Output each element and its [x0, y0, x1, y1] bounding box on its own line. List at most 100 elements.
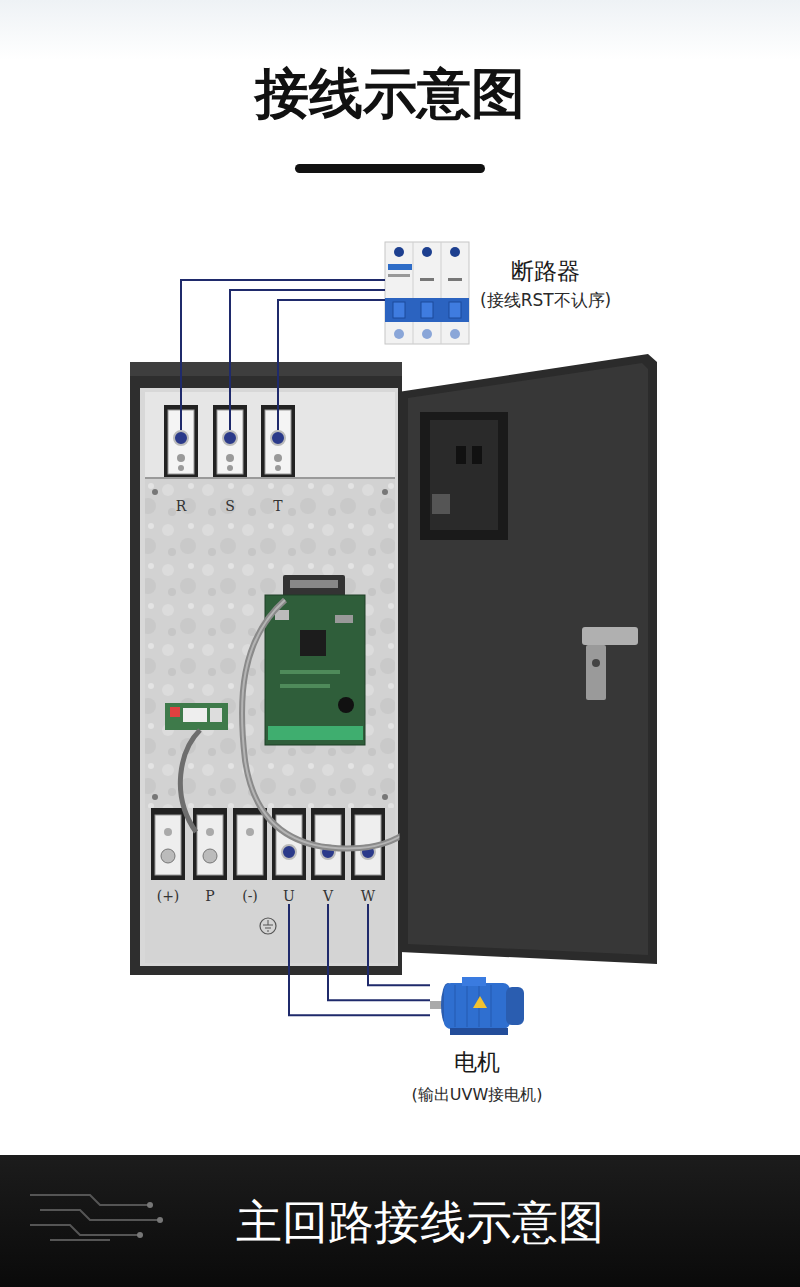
terminal-label: T	[261, 498, 295, 514]
terminal: (+)	[151, 808, 185, 904]
top-terminals-part	[275, 465, 281, 471]
cabinet-door	[398, 354, 657, 964]
breaker-drawing-part	[413, 242, 414, 344]
breaker-drawing-part	[388, 264, 412, 270]
part-note: (输出UVW接电机)	[412, 1083, 543, 1107]
control-board-part	[268, 726, 363, 740]
ground-symbol-part	[267, 931, 269, 932]
cabinet-part	[145, 808, 395, 963]
wire	[181, 280, 385, 430]
breaker-drawing-part	[422, 329, 432, 339]
caption-band	[0, 1155, 800, 1287]
cabinet-part	[130, 362, 402, 376]
breaker: 断路器(接线RST不认序)	[385, 242, 469, 344]
ground-symbol-part	[268, 920, 269, 925]
breaker-drawing-part	[450, 247, 460, 257]
text-group: 电机 (输出UVW接电机)	[412, 1047, 543, 1107]
breaker-drawing-part	[394, 329, 404, 339]
cabinet-door-part	[592, 659, 600, 667]
control-board-part	[338, 697, 354, 713]
bottom-terminals-part	[276, 815, 302, 875]
control-board-part	[300, 630, 326, 656]
top-terminals-part	[177, 454, 185, 462]
control-board-part	[280, 684, 330, 688]
cabinet-door-part	[456, 446, 466, 464]
terminal: P	[193, 808, 227, 904]
top-terminals-part	[271, 431, 285, 445]
terminal: V	[311, 808, 345, 904]
cabinet-door-part	[398, 354, 657, 964]
terminal-label: S	[213, 498, 247, 514]
terminal-label: (+)	[151, 888, 185, 904]
bottom-terminals-part	[203, 849, 217, 863]
wire	[368, 904, 430, 985]
wire	[328, 904, 430, 1000]
terminal-label: P	[193, 888, 227, 904]
cabinet-part	[145, 477, 395, 479]
ground-symbol-part	[263, 925, 273, 926]
relay-board	[165, 703, 228, 730]
part-note: (接线RST不认序)	[480, 288, 611, 312]
cabinet-door-part	[408, 363, 648, 955]
breaker-drawing-part	[441, 242, 442, 344]
cabinet	[130, 362, 402, 975]
ground-symbol	[260, 918, 276, 934]
terminal-label: R	[164, 498, 198, 514]
cabinet-part	[145, 392, 395, 478]
motor-drawing-part	[473, 996, 487, 1008]
bottom-terminals-part	[151, 808, 185, 880]
motor-drawing-part	[450, 1028, 508, 1035]
wire	[289, 904, 430, 1015]
top-terminals-part	[223, 431, 237, 445]
control-board-part	[280, 670, 340, 674]
breaker-drawing-part	[448, 278, 462, 281]
top-terminals-part	[227, 465, 233, 471]
relay-board-part	[165, 703, 228, 730]
caption: 主回路接线示意图	[40, 1190, 800, 1254]
title: 接线示意图	[0, 58, 780, 130]
breaker-drawing-part	[422, 247, 432, 257]
part-name: 断路器	[480, 256, 611, 286]
cabinet-part	[382, 794, 388, 800]
wire	[278, 300, 385, 430]
breaker-drawing-part	[420, 278, 434, 281]
terminal: S	[213, 430, 247, 514]
terminal: U	[272, 808, 306, 904]
title-underline	[295, 164, 485, 173]
breaker-drawing-part	[449, 302, 461, 318]
caption-band-part	[147, 1202, 153, 1208]
cabinet-door-part	[472, 446, 482, 464]
bottom-terminals-part	[161, 849, 175, 863]
control-board-part	[290, 580, 338, 588]
caption-band-part	[137, 1232, 143, 1238]
motor-drawing	[430, 977, 524, 1035]
cabinet-door-part	[432, 494, 450, 514]
cabinet-part	[130, 362, 402, 975]
breaker-drawing-part	[421, 302, 433, 318]
top-terminals-part	[226, 454, 234, 462]
motor-drawing-part	[462, 977, 486, 986]
control-board-part	[335, 615, 353, 623]
control-board-part	[265, 595, 365, 745]
motor: 电机(输出UVW接电机)	[430, 975, 524, 1037]
cabinet-door-part	[420, 412, 508, 540]
cable-part	[180, 730, 200, 832]
part-name: 电机	[412, 1047, 543, 1077]
breaker-drawing-part	[385, 242, 469, 344]
breaker-drawing-part	[393, 302, 405, 318]
cabinet-door-part	[430, 420, 498, 530]
cabinet-part	[152, 489, 158, 495]
caption-band-part	[30, 1195, 160, 1240]
top-terminals-part	[174, 431, 188, 445]
wire	[230, 290, 385, 430]
text-group: 断路器(接线RST不认序)	[480, 256, 611, 312]
bottom-terminals-part	[164, 828, 172, 836]
motor-drawing-part	[444, 983, 510, 1029]
breaker-drawing-part	[385, 298, 469, 322]
motor-drawing-part	[455, 985, 456, 1027]
ground-symbol-part	[265, 928, 271, 929]
control-board	[265, 575, 365, 745]
